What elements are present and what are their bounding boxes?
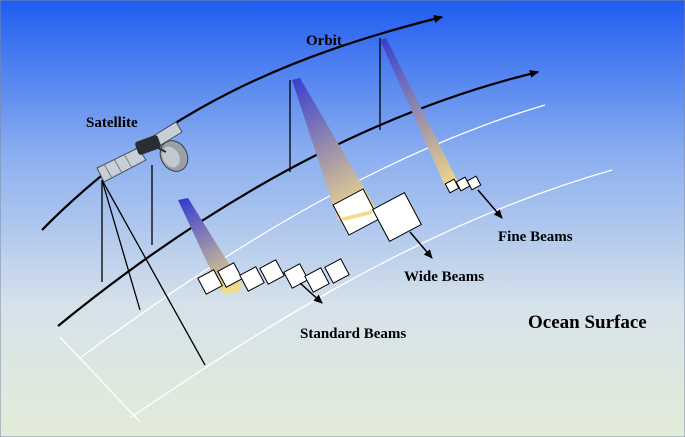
wide-beam-footprints (332, 188, 423, 243)
ocean-surface-label: Ocean Surface (528, 312, 647, 333)
wide-beams-label: Wide Beams (404, 269, 484, 285)
orbit-arc-lower (57, 69, 539, 327)
nadir-lines (101, 38, 381, 366)
fine-beam-footprints (444, 175, 482, 194)
standard-beam-highlight (220, 285, 242, 294)
wide-beam-cone (292, 78, 378, 220)
orbit-label: Orbit (306, 33, 342, 49)
orbit-arc-upper (41, 15, 443, 231)
swath-edge-left (59, 336, 141, 423)
standard-beam-footprints (197, 258, 350, 295)
satellite-icon (96, 121, 189, 183)
satellite-label: Satellite (86, 115, 138, 131)
fine-beams-arrow (477, 189, 503, 219)
standard-beams-label: Standard Beams (300, 326, 406, 342)
standard-beams-arrow (299, 282, 323, 304)
ground-swath (59, 104, 613, 423)
swath-curve-outer (129, 169, 613, 419)
wide-beam-highlight (340, 210, 372, 221)
fine-beams-label: Fine Beams (498, 229, 573, 245)
wide-beams-arrow (409, 231, 433, 259)
fine-beam-cone (380, 38, 458, 188)
swath-curve-inner (79, 104, 546, 359)
